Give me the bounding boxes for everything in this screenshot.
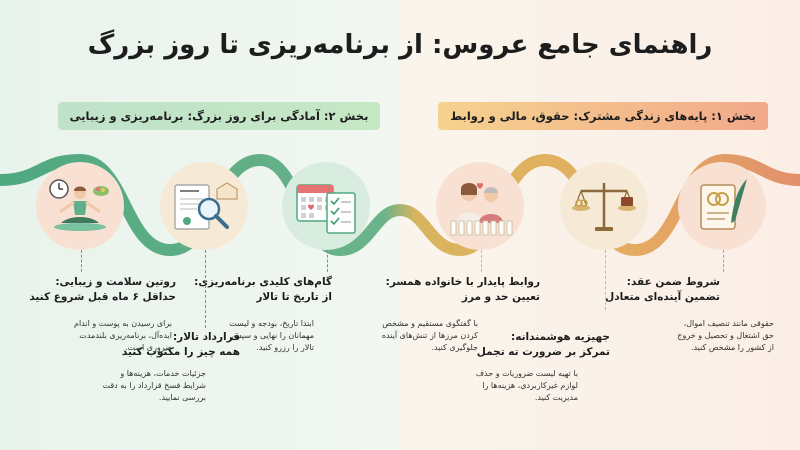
scale-suitcase-icon bbox=[572, 183, 636, 231]
node-desc-2: با تهیه لیست ضروریات و حذف لوازم غیرکارب… bbox=[428, 368, 578, 404]
connector-4 bbox=[327, 250, 328, 272]
page-title: راهنمای جامع عروس: از برنامه‌ریزی تا روز… bbox=[87, 30, 713, 60]
node-desc-5-line3: بررسی نمایید. bbox=[158, 393, 206, 402]
node-title-5-line1: قرارداد تالار: bbox=[172, 331, 240, 343]
node-title-5-line2: همه چیز را مکتوب کنید bbox=[121, 346, 240, 358]
node-title-2: جهیزیه هوشمندانه: تمرکز بر ضرورت ته تجمل bbox=[460, 330, 610, 360]
node-desc-6: برای رسیدن به پوست و اندام ایده‌آل، برنا… bbox=[22, 318, 172, 354]
connector-5 bbox=[205, 250, 206, 328]
node-title-6-line2: حداقل ۶ ماه قبل شروع کنید bbox=[29, 291, 176, 303]
node-desc-2-line1: با تهیه لیست ضروریات و حذف bbox=[475, 369, 578, 378]
node-title-3-line2: تعیین حد و مرز bbox=[461, 291, 540, 303]
node-desc-4: ابتدا تاریخ، بودجه و لیست مهمانان را نها… bbox=[184, 318, 314, 354]
node-title-3-line1: روابط پایدار با خانواده همسر: bbox=[385, 276, 540, 288]
node-circle-4 bbox=[282, 162, 370, 250]
node-title-4: گام‌های کلیدی برنامه‌ریزی: از تاریخ تا ت… bbox=[182, 275, 332, 305]
node-title-1-line1: شروط ضمن عقد: bbox=[626, 276, 720, 288]
node-title-2-line1: جهیزیه هوشمندانه: bbox=[511, 331, 610, 343]
node-title-4-line2: از تاریخ تا تالار bbox=[256, 291, 332, 303]
node-desc-2-line3: مدیریت کنید. bbox=[534, 393, 578, 402]
node-desc-4-line1: ابتدا تاریخ، بودجه و لیست bbox=[229, 319, 314, 328]
node-circle-2 bbox=[560, 162, 648, 250]
node-circle-3 bbox=[436, 162, 524, 250]
node-desc-2-line2: لوازم غیرکاربردی، هزینه‌ها را bbox=[482, 381, 578, 390]
node-circle-6 bbox=[36, 162, 124, 250]
node-desc-5-line1: جزئیات خدمات، هزینه‌ها و bbox=[120, 369, 206, 378]
node-circle-5 bbox=[160, 162, 248, 250]
connector-2 bbox=[605, 250, 606, 310]
node-title-6: روتین سلامت و زیبایی: حداقل ۶ ماه قبل شر… bbox=[6, 275, 176, 305]
connector-3 bbox=[481, 250, 482, 272]
node-desc-1-line1: حقوقی مانند تنصیف اموال، bbox=[683, 319, 774, 328]
yoga-clock-icon bbox=[49, 179, 109, 231]
connector-1 bbox=[723, 250, 724, 272]
node-title-1: شروط ضمن عقد: تضمین آینده‌ای متعادل bbox=[590, 275, 720, 305]
node-desc-4-line2: مهمانان را نهایی و سپس bbox=[231, 331, 314, 340]
node-title-3: روابط پایدار با خانواده همسر: تعیین حد و… bbox=[370, 275, 540, 305]
node-desc-3-line2: کردن مرزها از تنش‌های آینده bbox=[381, 331, 478, 340]
node-desc-3-line1: با گفتگوی مستقیم و مشخص bbox=[382, 319, 478, 328]
wave-path bbox=[0, 153, 800, 257]
node-desc-1: حقوقی مانند تنصیف اموال، حق اشتغال و تحص… bbox=[624, 318, 774, 354]
node-desc-6-line3: ضروری است. bbox=[124, 343, 172, 352]
node-desc-6-line1: برای رسیدن به پوست و اندام bbox=[73, 319, 172, 328]
node-desc-4-line3: تالار را رزرو کنید. bbox=[256, 343, 314, 352]
node-desc-5-line2: شرایط فسخ قرارداد را به دقت bbox=[102, 381, 206, 390]
node-desc-3: با گفتگوی مستقیم و مشخص کردن مرزها از تن… bbox=[338, 318, 478, 354]
node-desc-1-line3: از کشور را مشخص کنید. bbox=[690, 343, 774, 352]
node-desc-5: جزئیات خدمات، هزینه‌ها و شرایط فسخ قرارد… bbox=[66, 368, 206, 404]
node-title-2-line2: تمرکز بر ضرورت ته تجمل bbox=[476, 346, 610, 358]
node-circle-1 bbox=[678, 162, 766, 250]
calendar-checklist-icon bbox=[296, 184, 356, 234]
timeline-wave bbox=[0, 153, 800, 257]
node-title-4-line1: گام‌های کلیدی برنامه‌ریزی: bbox=[194, 276, 332, 288]
connector-6 bbox=[81, 250, 82, 272]
contract-rings-quill-icon bbox=[700, 179, 747, 230]
contract-magnifier-icon bbox=[174, 182, 238, 230]
node-title-1-line2: تضمین آینده‌ای متعادل bbox=[605, 291, 720, 303]
section-banner-part2: بخش ۲: آمادگی برای روز بزرگ: برنامه‌ریزی… bbox=[58, 102, 380, 130]
node-desc-6-line2: ایده‌آل، برنامه‌ریزی بلندمدت bbox=[79, 331, 172, 340]
section-banner-part1: بخش ۱: پایه‌های زندگی مشترک: حقوق، مالی … bbox=[438, 102, 768, 130]
node-title-5: قرارداد تالار: همه چیز را مکتوب کنید bbox=[110, 330, 240, 360]
node-title-6-line1: روتین سلامت و زیبایی: bbox=[55, 276, 176, 288]
node-desc-1-line2: حق اشتغال و تحصیل و خروج bbox=[677, 331, 774, 340]
family-fence-icon bbox=[450, 182, 513, 236]
node-desc-3-line3: جلوگیری کنید. bbox=[431, 343, 478, 352]
